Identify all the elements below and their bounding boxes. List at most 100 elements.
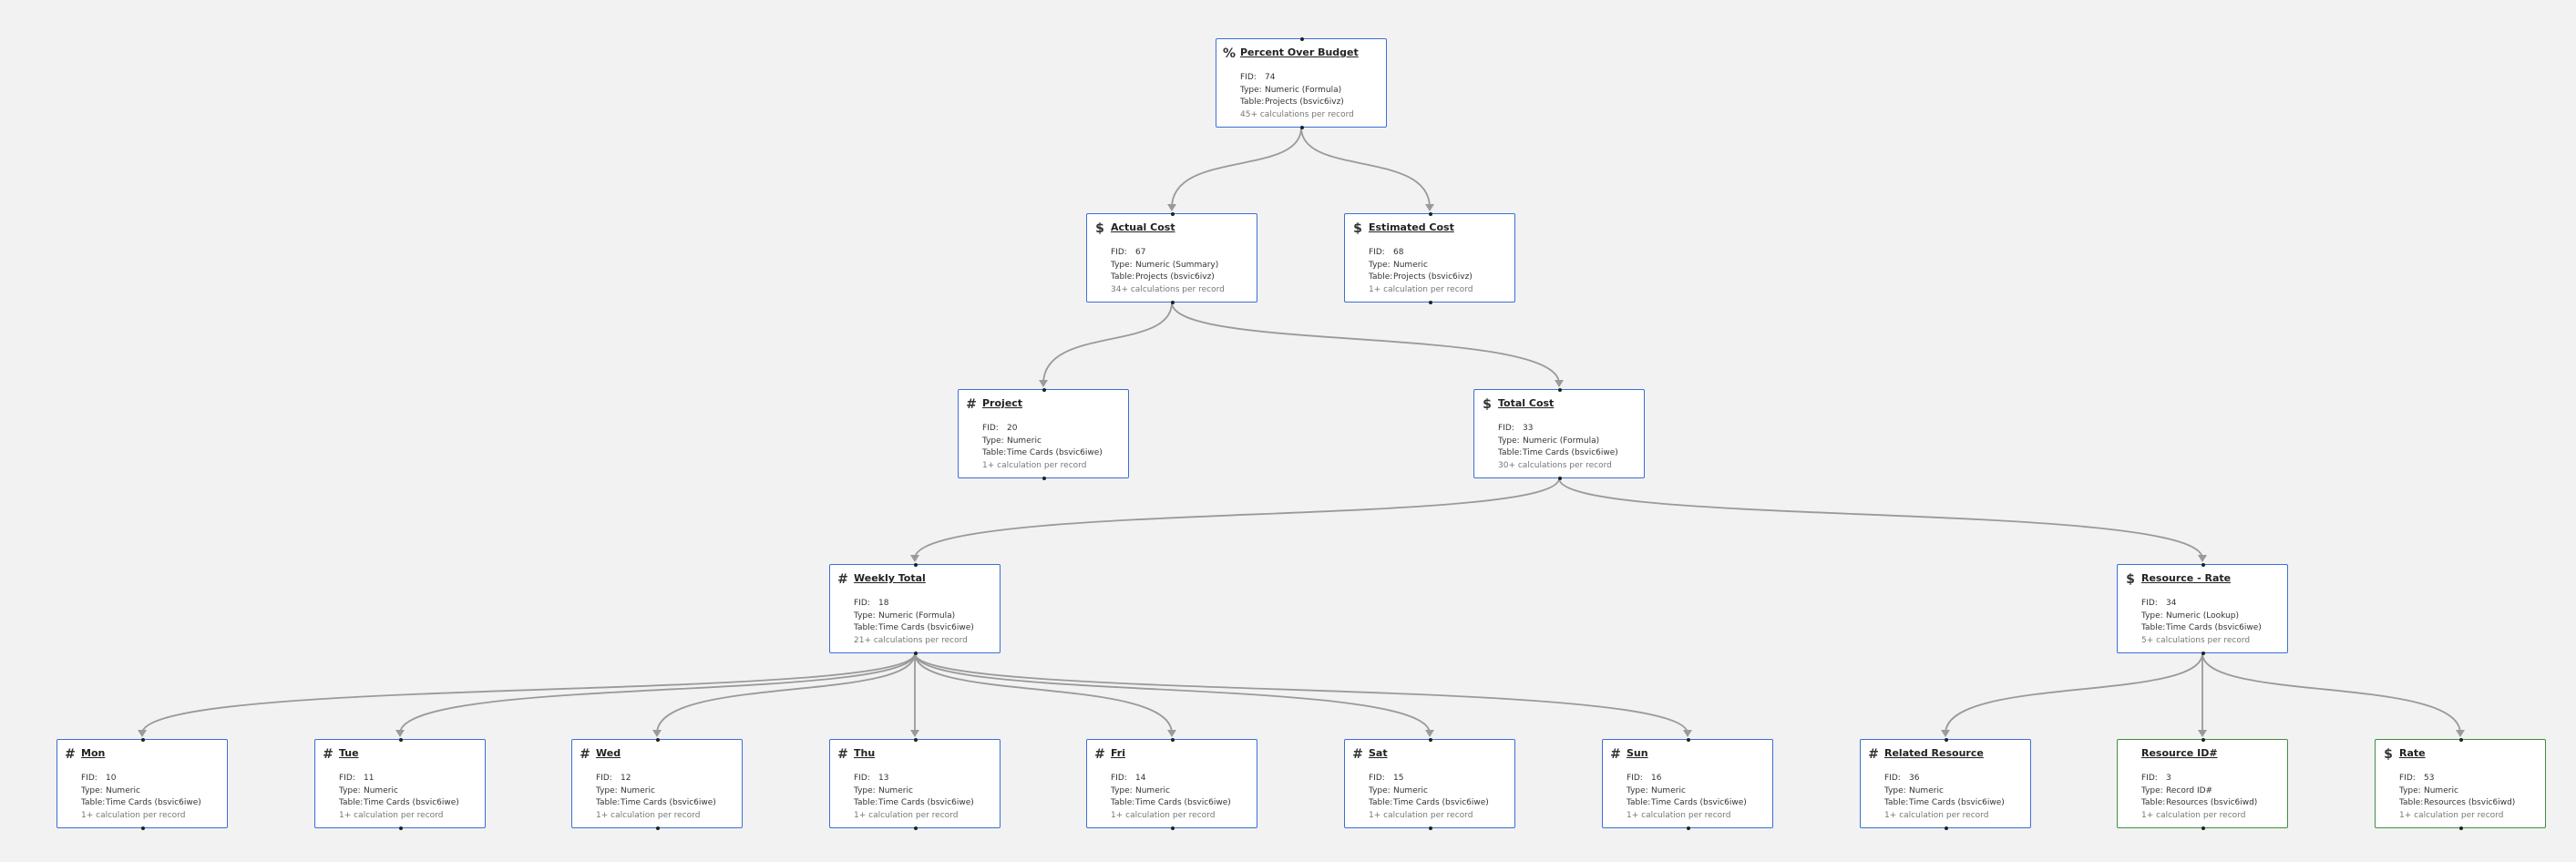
node-proj[interactable]: # Project FID:20 Type:Numeric Table:Time… bbox=[958, 388, 1129, 480]
node-pob[interactable]: % Percent Over Budget FID:74 Type:Numeri… bbox=[1216, 37, 1387, 129]
fid-value: 11 bbox=[364, 774, 375, 783]
table-value: Time Cards (bsvic6iwe) bbox=[1007, 448, 1103, 457]
table-label: Table: bbox=[1111, 798, 1135, 807]
type-value: Numeric (Summary) bbox=[1135, 260, 1219, 270]
table-value: Time Cards (bsvic6iwe) bbox=[621, 798, 716, 807]
fid-value: 20 bbox=[1007, 424, 1018, 433]
node-title[interactable]: Mon bbox=[81, 747, 106, 759]
node-rel[interactable]: # Related Resource FID:36 Type:Numeric T… bbox=[1860, 738, 2031, 830]
node-sat[interactable]: # Sat FID:15 Type:Numeric Table:Time Car… bbox=[1344, 738, 1515, 830]
node-title[interactable]: Fri bbox=[1111, 747, 1126, 759]
table-label: Table: bbox=[2141, 798, 2166, 807]
input-port bbox=[1171, 738, 1175, 742]
node-title[interactable]: Tue bbox=[339, 747, 359, 759]
type-label: Type: bbox=[339, 785, 361, 795]
edge-wt-sun bbox=[914, 652, 1688, 734]
node-tue[interactable]: # Tue FID:11 Type:Numeric Table:Time Car… bbox=[314, 738, 486, 830]
node-sun[interactable]: # Sun FID:16 Type:Numeric Table:Time Car… bbox=[1602, 738, 1773, 830]
edge-arrowhead bbox=[1425, 730, 1434, 737]
fid-label: FID: bbox=[1884, 774, 1901, 783]
node-title[interactable]: Sat bbox=[1369, 747, 1388, 759]
fid-label: FID: bbox=[2141, 599, 2158, 608]
input-port bbox=[2459, 738, 2463, 742]
node-title[interactable]: Estimated Cost bbox=[1369, 221, 1454, 233]
node-title[interactable]: Related Resource bbox=[1884, 747, 1984, 759]
type-row: Type:Numeric (Formula) bbox=[1498, 436, 1618, 448]
edge-arrowhead bbox=[138, 730, 147, 737]
edge-arrowhead bbox=[1683, 730, 1692, 737]
fid-label: FID: bbox=[1369, 248, 1385, 257]
fid-label: FID: bbox=[1369, 774, 1385, 783]
node-title[interactable]: Resource - Rate bbox=[2141, 572, 2232, 584]
fid-row: FID:33 bbox=[1498, 423, 1618, 436]
table-label: Table: bbox=[1240, 97, 1265, 107]
table-label: Table: bbox=[596, 798, 621, 807]
hash-icon: # bbox=[966, 397, 977, 412]
node-title[interactable]: Thu bbox=[854, 747, 876, 759]
node-details: FID:13 Type:Numeric Table:Time Cards (bs… bbox=[854, 773, 974, 822]
input-port bbox=[1171, 212, 1175, 216]
node-title[interactable]: Rate bbox=[2399, 747, 2426, 759]
type-value: Record ID# bbox=[2166, 785, 2213, 795]
node-fri[interactable]: # Fri FID:14 Type:Numeric Table:Time Car… bbox=[1086, 738, 1257, 830]
node-ec[interactable]: $ Estimated Cost FID:68 Type:Numeric Tab… bbox=[1344, 212, 1515, 304]
node-title[interactable]: Sun bbox=[1627, 747, 1648, 759]
edge-arrowhead bbox=[1425, 204, 1434, 211]
node-wt[interactable]: # Weekly Total FID:18 Type:Numeric (Form… bbox=[829, 563, 1001, 655]
type-label: Type: bbox=[1498, 436, 1520, 446]
type-label: Type: bbox=[1111, 785, 1133, 795]
node-title[interactable]: Weekly Total bbox=[854, 572, 926, 584]
fid-row: FID:13 bbox=[854, 773, 974, 785]
calc-count: 1+ calculation per record bbox=[1884, 810, 1989, 820]
node-title[interactable]: Actual Cost bbox=[1111, 221, 1175, 233]
edge-wt-wed bbox=[656, 652, 916, 734]
table-label: Table: bbox=[1111, 272, 1135, 282]
fid-label: FID: bbox=[982, 424, 999, 433]
fid-row: FID:12 bbox=[596, 773, 716, 785]
type-label: Type: bbox=[982, 436, 1004, 446]
node-tc[interactable]: $ Total Cost FID:33 Type:Numeric (Formul… bbox=[1473, 388, 1645, 480]
node-ac[interactable]: $ Actual Cost FID:67 Type:Numeric (Summa… bbox=[1086, 212, 1257, 304]
output-port bbox=[2459, 826, 2463, 830]
table-row: Table:Projects (bsvic6ivz) bbox=[1240, 97, 1354, 109]
node-details: FID:12 Type:Numeric Table:Time Cards (bs… bbox=[596, 773, 716, 822]
calc-count: 21+ calculations per record bbox=[854, 635, 968, 645]
table-value: Time Cards (bsvic6iwe) bbox=[106, 798, 201, 807]
type-row: Type:Numeric bbox=[81, 785, 201, 798]
type-value: Numeric bbox=[1393, 260, 1428, 270]
table-row: Table:Time Cards (bsvic6iwe) bbox=[2141, 622, 2262, 635]
node-rr[interactable]: $ Resource - Rate FID:34 Type:Numeric (L… bbox=[2117, 563, 2288, 655]
node-title[interactable]: Resource ID# bbox=[2141, 747, 2218, 759]
node-thu[interactable]: # Thu FID:13 Type:Numeric Table:Time Car… bbox=[829, 738, 1001, 830]
input-port bbox=[399, 738, 403, 742]
table-label: Table: bbox=[854, 623, 878, 632]
table-value: Time Cards (bsvic6iwe) bbox=[1135, 798, 1231, 807]
table-row: Table:Time Cards (bsvic6iwe) bbox=[1498, 447, 1618, 460]
input-port bbox=[141, 738, 145, 742]
node-rate[interactable]: $ Rate FID:53 Type:Numeric Table:Resourc… bbox=[2375, 738, 2546, 830]
fid-label: FID: bbox=[1111, 248, 1127, 257]
type-label: Type: bbox=[1627, 785, 1648, 795]
input-port bbox=[1558, 388, 1562, 392]
type-value: Numeric bbox=[1135, 785, 1170, 795]
table-label: Table: bbox=[2399, 798, 2424, 807]
table-value: Projects (bsvic6ivz) bbox=[1393, 272, 1473, 282]
node-wed[interactable]: # Wed FID:12 Type:Numeric Table:Time Car… bbox=[571, 738, 743, 830]
node-title[interactable]: Percent Over Budget bbox=[1240, 46, 1359, 58]
node-title[interactable]: Wed bbox=[596, 747, 621, 759]
edge-arrowhead bbox=[2198, 555, 2207, 562]
fid-row: FID:11 bbox=[339, 773, 459, 785]
node-rid[interactable]: Resource ID# FID:3 Type:Record ID# Table… bbox=[2117, 738, 2288, 830]
node-details: FID:15 Type:Numeric Table:Time Cards (bs… bbox=[1369, 773, 1489, 822]
table-label: Table: bbox=[982, 448, 1007, 457]
node-title[interactable]: Project bbox=[982, 397, 1023, 409]
fid-row: FID:68 bbox=[1369, 247, 1473, 260]
fid-label: FID: bbox=[1498, 424, 1514, 433]
output-port bbox=[1945, 826, 1948, 830]
calc-count: 1+ calculation per record bbox=[1111, 810, 1216, 820]
fid-row: FID:16 bbox=[1627, 773, 1747, 785]
fid-label: FID: bbox=[854, 599, 870, 608]
output-port bbox=[1558, 477, 1562, 480]
node-mon[interactable]: # Mon FID:10 Type:Numeric Table:Time Car… bbox=[56, 738, 228, 830]
node-title[interactable]: Total Cost bbox=[1498, 397, 1555, 409]
